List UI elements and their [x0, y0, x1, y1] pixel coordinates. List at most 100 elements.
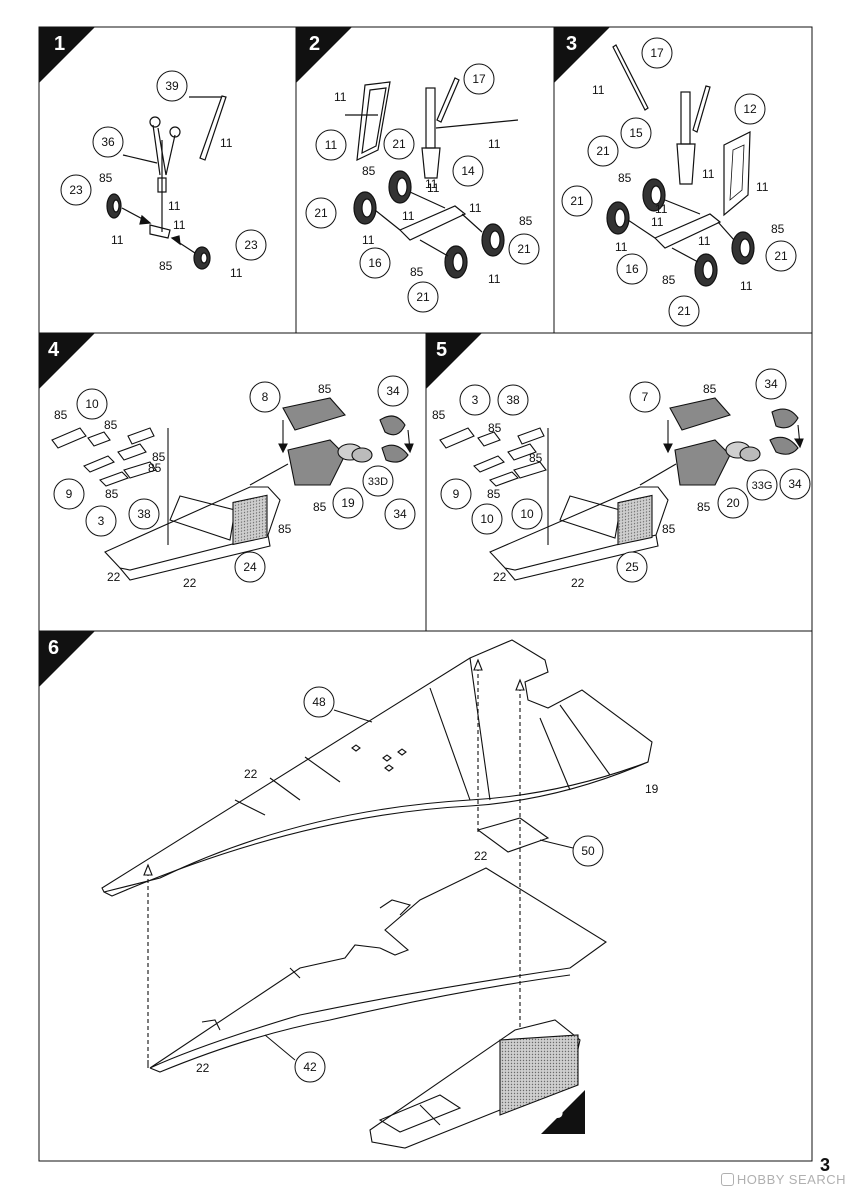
- label-85: 85: [529, 451, 543, 465]
- step-badges: 1 2 3 4 5 6: [39, 27, 610, 687]
- callout-part-33G: 33G: [752, 480, 773, 492]
- callout-part-25: 25: [625, 560, 639, 574]
- step-2-number: 2: [309, 33, 320, 55]
- lower-wing-42: [149, 867, 607, 1069]
- label-11: 11: [592, 83, 605, 97]
- step-3-callouts: 17 12 15 21 21 16 21 21 11 11 11 11 85 1…: [561, 37, 797, 327]
- callout-part-11: 11: [325, 138, 338, 152]
- callout-part-10: 10: [85, 397, 99, 411]
- step-6-callouts: 48 50 42 22 19 22 22: [196, 686, 659, 1083]
- callout-part-21: 21: [570, 194, 584, 208]
- label-22: 22: [107, 570, 121, 584]
- step-6-drawing: [101, 639, 653, 1149]
- callout-part-12: 12: [743, 102, 757, 116]
- callout-part-3: 3: [472, 393, 479, 407]
- label-11: 11: [168, 199, 181, 213]
- callout-part-21: 21: [314, 206, 328, 220]
- label-11: 11: [702, 167, 715, 181]
- label-11: 11: [220, 136, 233, 150]
- label-85: 85: [318, 382, 332, 396]
- callout-part-34: 34: [386, 384, 400, 398]
- callout-part-24: 24: [243, 560, 257, 574]
- label-11: 11: [740, 279, 753, 293]
- step-6-frame: [38, 630, 813, 1162]
- label-85: 85: [104, 418, 118, 432]
- label-22: 22: [571, 576, 585, 590]
- callout-part-39: 39: [165, 79, 179, 93]
- callout-part-23: 23: [244, 238, 258, 252]
- step-4-callouts: 10 8 34 9 3 38 19 33D 34 24 85 85 85 85 …: [53, 375, 416, 590]
- page-number: 3: [819, 1155, 830, 1175]
- watermark: HOBBY SEARCH: [720, 1172, 846, 1187]
- label-22: 22: [244, 767, 258, 781]
- callout-part-3: 3: [98, 514, 105, 528]
- callout-part-9: 9: [453, 487, 460, 501]
- callout-part-10: 10: [480, 512, 494, 526]
- step-2-badge: 2: [296, 27, 352, 83]
- label-11: 11: [402, 209, 415, 223]
- label-85: 85: [362, 164, 376, 178]
- label-85: 85: [99, 171, 113, 185]
- label-11: 11: [111, 233, 124, 247]
- step-3-number: 3: [566, 33, 577, 55]
- callout-part-21: 21: [392, 137, 406, 151]
- label-85: 85: [697, 500, 711, 514]
- step-4-drawing: [51, 397, 414, 581]
- step-5-badge: 5: [426, 333, 482, 389]
- callout-part-21: 21: [596, 144, 610, 158]
- label-85: 85: [432, 408, 446, 422]
- callout-part-17: 17: [472, 72, 486, 86]
- callout-part-7: 7: [642, 390, 649, 404]
- callout-part-34: 34: [788, 477, 802, 491]
- upper-wing-48: [101, 639, 653, 893]
- label-22: 22: [493, 570, 507, 584]
- reference-step-number: 5: [552, 1101, 563, 1123]
- label-85: 85: [519, 214, 533, 228]
- label-11: 11: [469, 201, 482, 215]
- label-11: 11: [655, 202, 668, 216]
- label-85: 85: [487, 487, 501, 501]
- label-19: 19: [645, 782, 659, 796]
- callout-part-34: 34: [393, 507, 407, 521]
- step-4-number: 4: [48, 339, 60, 361]
- reference-step-5-badge: 5: [541, 1090, 585, 1134]
- step-2-callouts: 11 17 21 14 21 16 21 21 11 11 11 85 11 1…: [305, 63, 540, 313]
- label-85: 85: [313, 500, 327, 514]
- label-22: 22: [183, 576, 197, 590]
- label-11: 11: [488, 137, 501, 151]
- callout-part-16: 16: [368, 256, 382, 270]
- step-3-drawing: [606, 44, 755, 287]
- label-11: 11: [230, 266, 243, 280]
- callout-part-42: 42: [303, 1060, 317, 1074]
- callout-part-21: 21: [517, 242, 531, 256]
- label-85: 85: [488, 421, 502, 435]
- label-85: 85: [54, 408, 68, 422]
- label-11: 11: [698, 234, 711, 248]
- hobby-search-logo-icon: [720, 1173, 734, 1186]
- callout-part-50: 50: [581, 844, 595, 858]
- callout-part-20: 20: [726, 496, 740, 510]
- step-2-drawing: [345, 77, 519, 279]
- label-85: 85: [278, 522, 292, 536]
- label-11: 11: [651, 215, 664, 229]
- step-1-drawing: [106, 95, 227, 270]
- label-85: 85: [662, 273, 676, 287]
- label-85: 85: [410, 265, 424, 279]
- step-3-badge: 3: [554, 27, 610, 83]
- label-11: 11: [334, 90, 347, 104]
- label-11: 11: [615, 240, 628, 254]
- step-6-number: 6: [48, 637, 59, 659]
- label-22: 22: [196, 1061, 210, 1075]
- callout-part-10: 10: [520, 507, 534, 521]
- callout-part-33D: 33D: [368, 476, 388, 488]
- callout-part-21: 21: [677, 304, 691, 318]
- step-4-badge: 4: [39, 333, 95, 389]
- step-5-callouts: 3 38 7 34 9 10 10 20 33G 34 25 85 85 85 …: [432, 368, 811, 590]
- step-5-drawing: [439, 397, 804, 581]
- label-85: 85: [105, 487, 119, 501]
- callout-part-38: 38: [506, 393, 520, 407]
- label-85: 85: [148, 461, 162, 475]
- label-11: 11: [756, 180, 769, 194]
- label-85: 85: [159, 259, 173, 273]
